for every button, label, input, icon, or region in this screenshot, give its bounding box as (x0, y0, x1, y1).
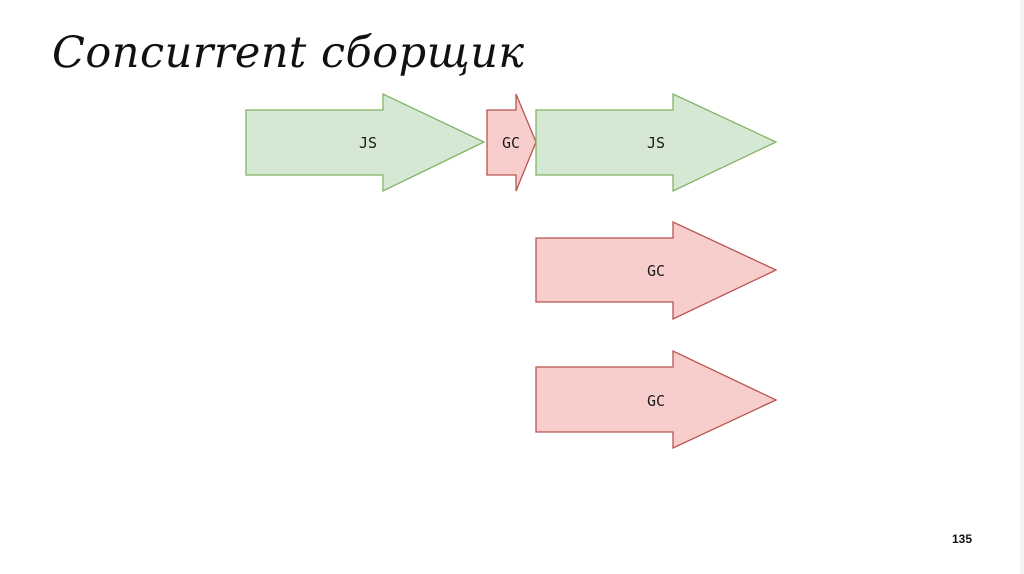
arrow-label: GC (502, 134, 520, 152)
page-number: 135 (952, 532, 973, 546)
main-thread-gc-arrow: GC (486, 93, 537, 192)
slide-edge (1020, 0, 1024, 574)
slide-title: Concurrent сборщик (52, 28, 525, 78)
background-gc-arrow-2: GC (535, 349, 778, 450)
arrow-label: JS (647, 134, 665, 152)
arrow-label: JS (359, 134, 377, 152)
main-thread-js-arrow-2: JS (535, 92, 778, 193)
main-thread-js-arrow-1: JS (245, 92, 486, 193)
arrow-label: GC (647, 262, 665, 280)
background-gc-arrow-1: GC (535, 220, 778, 321)
arrow-label: GC (647, 392, 665, 410)
